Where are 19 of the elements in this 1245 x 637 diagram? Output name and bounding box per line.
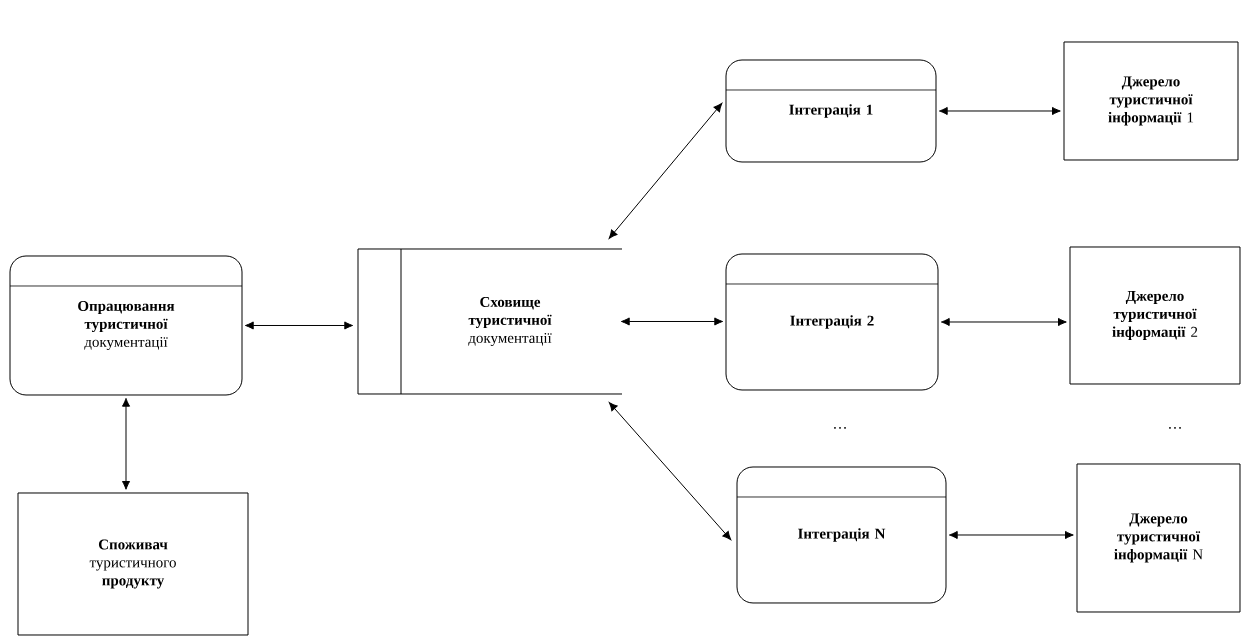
process-box: Опрацювання туристичної документації [9, 255, 243, 396]
arrow [948, 530, 1074, 540]
arrow [244, 321, 354, 330]
entity-box: Джерело туристичної інформації 1 [1063, 41, 1239, 161]
arrow [940, 317, 1067, 327]
ellipsis: … [1169, 427, 1181, 429]
entity-box: Джерело туристичної інформації 2 [1069, 246, 1241, 385]
entity-box: Споживач туристичного продукту [17, 492, 249, 636]
arrow [938, 106, 1061, 116]
process-box: Інтеграція 1 [725, 59, 937, 163]
arrow [608, 103, 723, 239]
ellipsis: … [834, 427, 846, 429]
arrow [608, 402, 732, 541]
process-box: Інтеграція 2 [725, 253, 939, 391]
entity-box: Джерело туристичної інформації N [1076, 463, 1241, 613]
arrow [121, 397, 131, 490]
process-box: Інтеграція N [736, 466, 947, 604]
arrow [620, 317, 724, 326]
data-store: Сховище туристичної документації [357, 248, 623, 395]
